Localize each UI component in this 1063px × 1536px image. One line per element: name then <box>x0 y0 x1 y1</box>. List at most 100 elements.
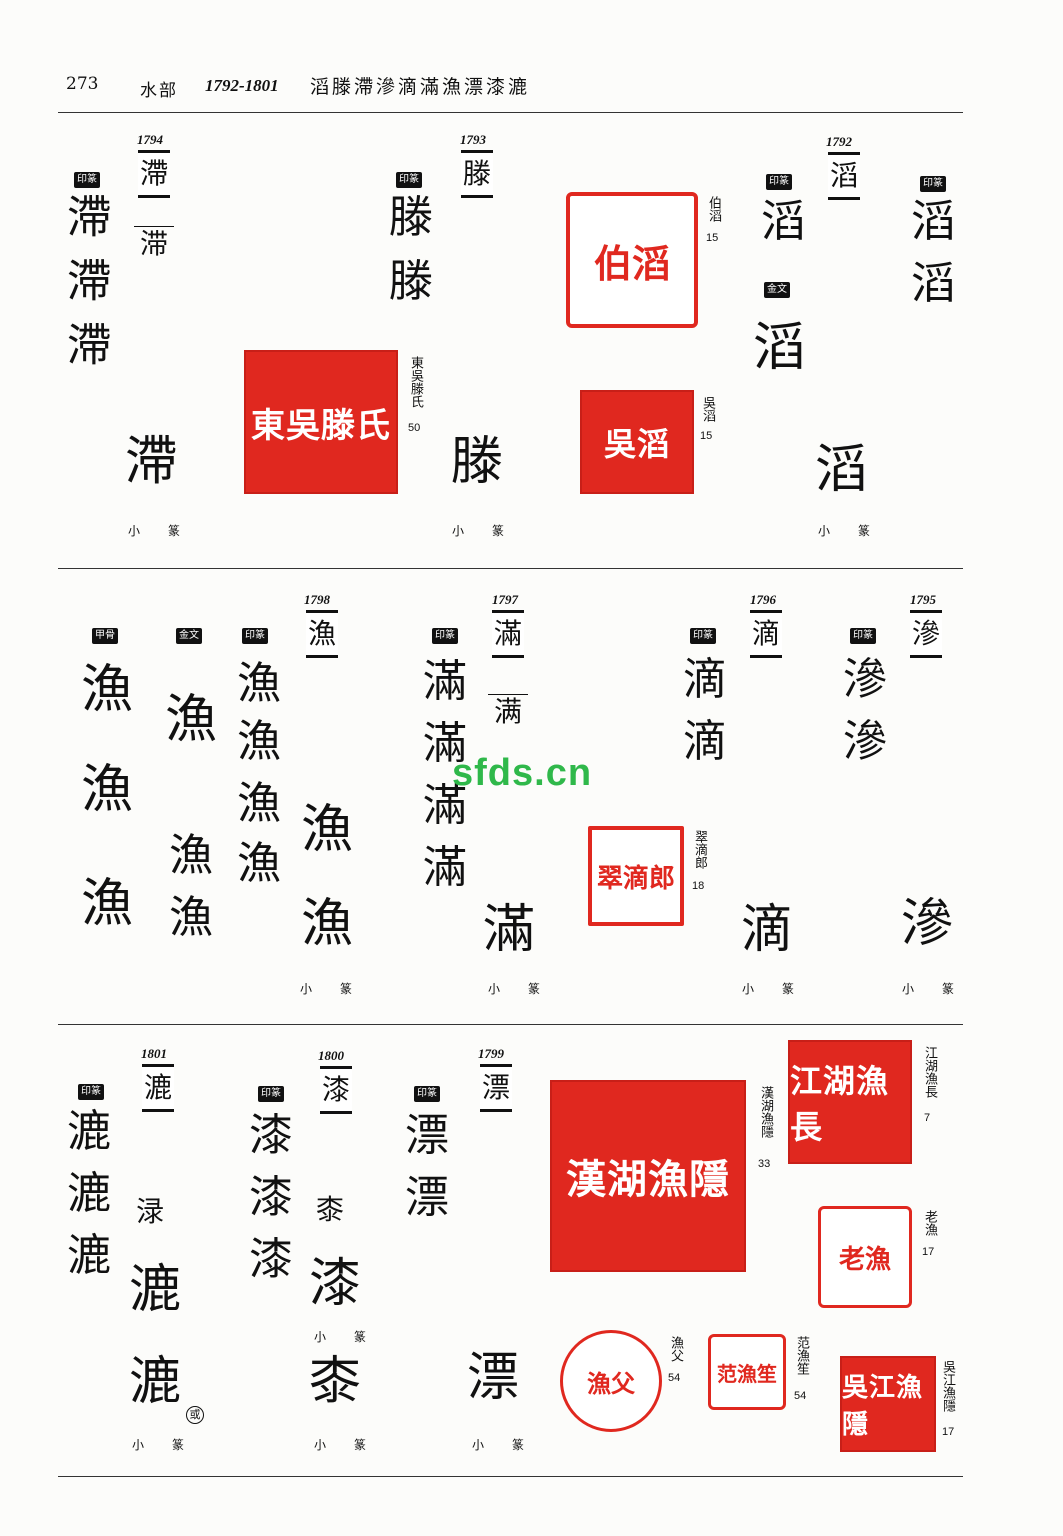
small-seal-glyph: 滿 <box>482 900 535 960</box>
entry-head-char: 滿 <box>492 610 524 658</box>
seal-number: 18 <box>692 880 705 892</box>
page-number: 273 <box>66 74 99 94</box>
seal-number: 15 <box>700 430 713 442</box>
section-divider-2 <box>58 1024 963 1025</box>
entry-number: 1799 <box>478 1046 504 1061</box>
entry-number: 1797 <box>492 592 518 607</box>
entry-head-char: 滴 <box>750 610 782 658</box>
seal-script-glyph: 滕 <box>389 256 433 307</box>
entry-range: 1792-1801 <box>205 76 279 95</box>
seal-script-glyph: 滿 <box>423 656 467 707</box>
seal-script-glyph: 漁 <box>237 778 281 829</box>
seal-script-glyph: 漁 <box>237 716 281 767</box>
entry-variant-char: 渌 <box>136 1195 165 1228</box>
seal-script-glyph: 漆 <box>249 1172 293 1223</box>
seal-label: 漁父 <box>668 1336 683 1362</box>
seal-impression-wu-tao: 吳滔 <box>580 390 694 494</box>
small-seal-glyph: 滕 <box>450 432 503 492</box>
seal-label: 吳江漁隱 <box>940 1360 955 1412</box>
seal-script-glyph: 滔 <box>911 196 955 247</box>
yinzhuan-badge: 印篆 <box>74 172 100 188</box>
yinzhuan-badge: 印篆 <box>242 628 268 644</box>
entry-head-char: 漂 <box>480 1064 512 1112</box>
entry-head-char: 滔 <box>828 152 860 200</box>
seal-script-glyph: 漂 <box>405 1172 449 1223</box>
seal-script-glyph: 漉 <box>67 1230 111 1281</box>
entry-number: 1796 <box>750 592 776 607</box>
seal-script-glyph: 漆 <box>249 1110 293 1161</box>
seal-impression-lao-yu: 老漁 <box>818 1206 912 1308</box>
xiaozhuan-caption: 小 篆 <box>132 1438 196 1452</box>
entry-variant-char: 桼 <box>316 1193 345 1226</box>
entry-head-char: 滯 <box>138 150 170 198</box>
seal-script-glyph: 滯 <box>67 192 111 243</box>
yinzhuan-badge: 印篆 <box>78 1084 104 1100</box>
section-name: 水部 <box>140 81 178 101</box>
seal-script-glyph: 漁 <box>237 658 281 709</box>
small-seal-glyph: 漆 <box>308 1254 361 1314</box>
entry-number: 1795 <box>910 592 936 607</box>
bronze-script-glyph: 漁 <box>169 830 213 881</box>
small-seal-glyph: 滲 <box>900 894 953 954</box>
variant-or-mark: 或 <box>186 1406 204 1424</box>
entry-variant-char: 满 <box>488 694 528 729</box>
seal-number: 15 <box>706 232 719 244</box>
seal-script-glyph: 滯 <box>67 320 111 371</box>
bronze-script-glyph: 漁 <box>164 690 217 750</box>
jiagu-badge: 甲骨 <box>92 628 118 644</box>
seal-script-glyph: 滴 <box>683 716 727 767</box>
entry-variant-char: 滞 <box>134 226 174 261</box>
yinzhuan-badge: 印篆 <box>432 628 458 644</box>
seal-script-glyph: 滿 <box>423 780 467 831</box>
entry-number: 1794 <box>137 132 163 147</box>
yinzhuan-badge: 印篆 <box>850 628 876 644</box>
xiaozhuan-caption: 小 篆 <box>452 524 516 538</box>
small-seal-glyph: 滔 <box>814 440 867 500</box>
small-seal-glyph: 漂 <box>466 1348 519 1408</box>
seal-impression-jianghu-yuzhang: 江湖漁長 <box>788 1040 912 1164</box>
seal-impression-fan-yu-sheng: 范漁笙 <box>708 1334 786 1410</box>
seal-script-glyph: 滯 <box>67 256 111 307</box>
small-seal-glyph: 桼 <box>308 1352 361 1412</box>
entry-number: 1793 <box>460 132 486 147</box>
seal-impression-dongwu-teng: 東吳滕氏 <box>244 350 398 494</box>
jinwen-badge: 金文 <box>176 628 202 644</box>
small-seal-glyph: 漁 <box>300 894 353 954</box>
bronze-script-glyph: 漁 <box>169 892 213 943</box>
seal-script-glyph: 漁 <box>237 838 281 889</box>
seal-label: 翠滴郎 <box>692 830 707 869</box>
seal-label: 老漁 <box>922 1210 937 1236</box>
seal-label: 江湖漁長 <box>922 1046 937 1098</box>
seal-number: 54 <box>794 1390 807 1402</box>
seal-impression-yu-fu: 漁父 <box>560 1330 662 1432</box>
xiaozhuan-caption: 小 篆 <box>314 1438 378 1452</box>
entry-head-char: 漆 <box>320 1066 352 1114</box>
xiaozhuan-caption: 小 篆 <box>488 982 552 996</box>
xiaozhuan-caption: 小 篆 <box>128 524 192 538</box>
oracle-bone-glyph: 漁 <box>80 760 133 820</box>
seal-script-glyph: 滲 <box>843 716 887 767</box>
seal-script-glyph: 滲 <box>843 654 887 705</box>
bronze-script-glyph: 滔 <box>752 318 805 378</box>
seal-impression-bo-tao: 伯滔 <box>566 192 698 328</box>
entry-number: 1800 <box>318 1048 344 1063</box>
seal-number: 7 <box>924 1112 931 1124</box>
seal-label: 伯滔 <box>706 196 721 222</box>
seal-script-glyph: 漂 <box>405 1110 449 1161</box>
jinwen-badge: 金文 <box>764 282 790 298</box>
seal-number: 17 <box>942 1426 955 1438</box>
seal-script-glyph: 滿 <box>423 718 467 769</box>
entry-number: 1792 <box>826 134 852 149</box>
watermark: sfds.cn <box>452 752 593 794</box>
seal-label: 漢湖漁隱 <box>758 1086 773 1138</box>
yinzhuan-badge: 印篆 <box>396 172 422 188</box>
seal-script-glyph: 漉 <box>67 1168 111 1219</box>
small-seal-glyph: 漁 <box>300 800 353 860</box>
entry-number: 1801 <box>141 1046 167 1061</box>
small-seal-glyph: 滴 <box>740 900 793 960</box>
seal-script-glyph: 漆 <box>249 1234 293 1285</box>
small-seal-glyph: 漉 <box>128 1352 181 1412</box>
seal-number: 17 <box>922 1246 935 1258</box>
small-seal-glyph: 漉 <box>128 1260 181 1320</box>
xiaozhuan-caption: 小 篆 <box>314 1330 378 1344</box>
